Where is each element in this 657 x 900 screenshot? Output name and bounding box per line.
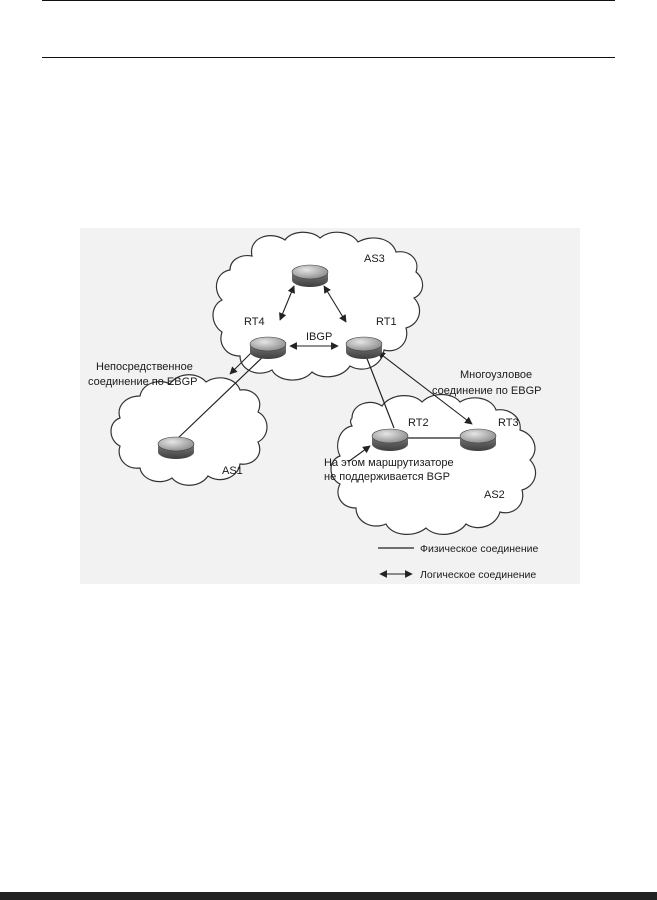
label-as2: AS2 [484, 489, 505, 501]
label-no-bgp-1: На этом маршрутизаторе [324, 457, 454, 469]
label-rt2: RT2 [408, 417, 429, 429]
label-no-bgp-2: не поддерживается BGP [324, 471, 450, 483]
router-rt4 [249, 336, 287, 359]
label-as3: AS3 [364, 253, 385, 265]
bottom-edge-bar [0, 892, 657, 900]
logical-link-top-rt1 [323, 285, 347, 323]
label-direct-ebgp-1: Непосредственное [96, 361, 193, 373]
header-rule-top [42, 0, 615, 1]
logical-link-multihop-ebgp [377, 351, 473, 425]
label-rt1: RT1 [376, 316, 397, 328]
cloud-as3 [212, 231, 424, 381]
no-bgp-pointer [347, 445, 371, 463]
router-rt2 [371, 428, 409, 451]
label-multihop-ebgp-1: Многоузловое [460, 369, 532, 381]
logical-links [229, 285, 473, 463]
label-direct-ebgp-2: соединение по EBGP [88, 376, 197, 388]
router-as1 [157, 436, 195, 459]
label-ibgp: IBGP [306, 331, 332, 343]
label-rt4: RT4 [244, 316, 265, 328]
legend: Физическое соединение Логическое соедине… [378, 543, 539, 581]
router-rt1 [345, 336, 383, 359]
cloud-as1 [110, 374, 268, 486]
logical-link-rt4-top [279, 285, 295, 321]
physical-link-rt4-as1 [175, 351, 269, 441]
label-multihop-ebgp-2: соединение по EBGP [432, 385, 541, 397]
label-rt3: RT3 [498, 417, 519, 429]
legend-logical-label: Логическое соединение [420, 569, 536, 581]
logical-link-direct-ebgp [229, 349, 255, 375]
label-as1: AS1 [222, 465, 243, 477]
header-rule-bottom [42, 57, 615, 58]
router-rt3 [459, 428, 497, 451]
router-top [291, 264, 329, 287]
legend-physical-label: Физическое соединение [420, 543, 539, 555]
bgp-network-diagram: AS3 RT4 RT1 IBGP Непосредственное соедин… [80, 228, 580, 584]
